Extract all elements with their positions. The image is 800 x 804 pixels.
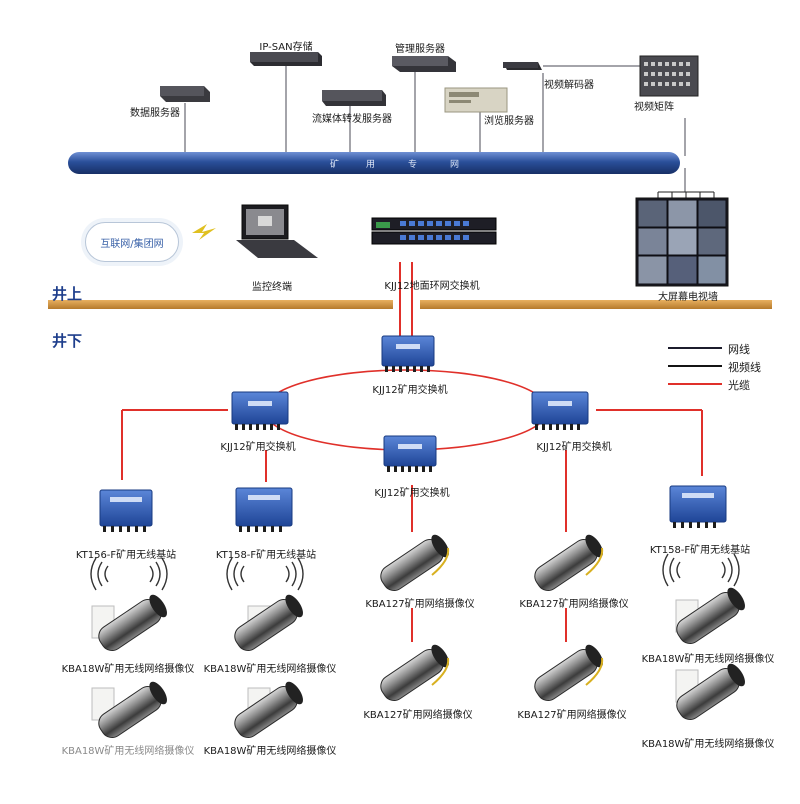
monitoring-terminal-icon <box>236 204 318 258</box>
ground-ring-switch-label: KJJ12地面环网交换机 <box>384 281 480 292</box>
cloud-label: 互联网/集团网 <box>100 239 164 250</box>
base-station-left1-label: KT156-F矿用无线基站 <box>75 550 177 561</box>
switch-bottom-icon <box>383 435 437 472</box>
ground-surface-left <box>48 300 393 309</box>
ground-surface-right <box>420 300 772 309</box>
camera-wireless-l1a-label: KBA18W矿用无线网络摄像仪 <box>61 664 195 675</box>
camera-wireless-r2-label: KBA18W矿用无线网络摄像仪 <box>641 739 775 750</box>
zone-label-below: 井下 <box>52 332 83 350</box>
video-wall-wiring <box>657 191 715 198</box>
stream-server-label: 流媒体转发服务器 <box>312 114 392 125</box>
switch-left-label: KJJ12矿用交换机 <box>220 442 296 453</box>
base-station-left2-label: KT158-F矿用无线基站 <box>215 550 317 561</box>
camera-wired-c1b-icon <box>380 644 450 702</box>
internet-cloud: 互联网/集团网 <box>85 222 179 262</box>
base-station-right-label: KT158-F矿用无线基站 <box>649 545 751 556</box>
server-drop-lines <box>184 65 686 192</box>
camera-wired-c1a-label: KBA127矿用网络摄像仪 <box>365 599 475 610</box>
bus-char-1: 矿 <box>330 160 340 170</box>
switch-top-icon <box>381 335 435 372</box>
camera-wireless-l2b-label: KBA18W矿用无线网络摄像仪 <box>203 746 337 757</box>
video-decoder-label: 视频解码器 <box>544 80 594 91</box>
bus-char-4: 网 <box>450 160 460 170</box>
camera-wireless-l2b-icon <box>234 681 303 739</box>
stream-server-icon <box>322 90 386 106</box>
browse-server-icon <box>444 87 508 113</box>
camera-wired-c2b-label: KBA127矿用网络摄像仪 <box>517 710 627 721</box>
switch-right-label: KJJ12矿用交换机 <box>536 442 612 453</box>
bus-char-3: 专 <box>408 160 418 170</box>
ip-san-label: IP-SAN存储 <box>259 42 313 53</box>
wifi-signal-icons <box>90 553 740 591</box>
video-wall-label: 大屏幕电视墙 <box>658 292 718 303</box>
management-server-label: 管理服务器 <box>395 44 445 55</box>
video-wall-icon <box>635 197 729 287</box>
legend-video-label: 视频线 <box>728 361 761 374</box>
zone-label-above: 井上 <box>52 285 83 303</box>
ground-ring-switch-icon <box>371 217 497 245</box>
base-station-left2-icon <box>235 487 293 532</box>
video-matrix-icon <box>639 55 699 97</box>
camera-wired-c1b-label: KBA127矿用网络摄像仪 <box>363 710 473 721</box>
mining-network-bus <box>68 152 680 174</box>
camera-wired-c2a-icon <box>534 534 604 592</box>
ip-san-storage-icon <box>250 52 322 66</box>
switch-bottom-label: KJJ12矿用交换机 <box>374 488 450 499</box>
camera-wireless-r2-icon <box>676 663 745 721</box>
switch-right-icon <box>531 391 589 430</box>
camera-wireless-r1-label: KBA18W矿用无线网络摄像仪 <box>641 654 775 665</box>
camera-wireless-l2a-icon <box>234 594 303 652</box>
bus-char-2: 用 <box>366 160 376 170</box>
camera-wireless-l1a-icon <box>98 594 167 652</box>
data-server-label: 数据服务器 <box>130 108 180 119</box>
base-station-left1-icon <box>99 489 153 532</box>
legend-network-label: 网线 <box>728 343 750 356</box>
camera-wireless-r1-icon <box>676 587 745 645</box>
monitoring-terminal-label: 监控终端 <box>252 282 292 293</box>
camera-wired-c2b-icon <box>534 644 604 702</box>
video-matrix-label: 视频矩阵 <box>634 102 674 113</box>
base-station-right-icon <box>669 485 727 528</box>
camera-wired-c1a-icon <box>380 534 450 592</box>
camera-wireless-l1b-label: KBA18W矿用无线网络摄像仪 <box>61 746 195 757</box>
legend-fiber-label: 光缆 <box>728 379 750 392</box>
video-decoder-icon <box>503 62 542 70</box>
switch-top-label: KJJ12矿用交换机 <box>372 385 448 396</box>
data-server-icon <box>160 86 210 102</box>
camera-wireless-l1b-icon <box>98 681 167 739</box>
camera-wired-c2a-label: KBA127矿用网络摄像仪 <box>519 599 629 610</box>
camera-wireless-l2a-label: KBA18W矿用无线网络摄像仪 <box>203 664 337 675</box>
switch-left-icon <box>231 391 289 430</box>
browse-server-label: 浏览服务器 <box>484 116 534 127</box>
management-server-icon <box>392 56 456 72</box>
wireless-link-icon <box>192 224 216 240</box>
